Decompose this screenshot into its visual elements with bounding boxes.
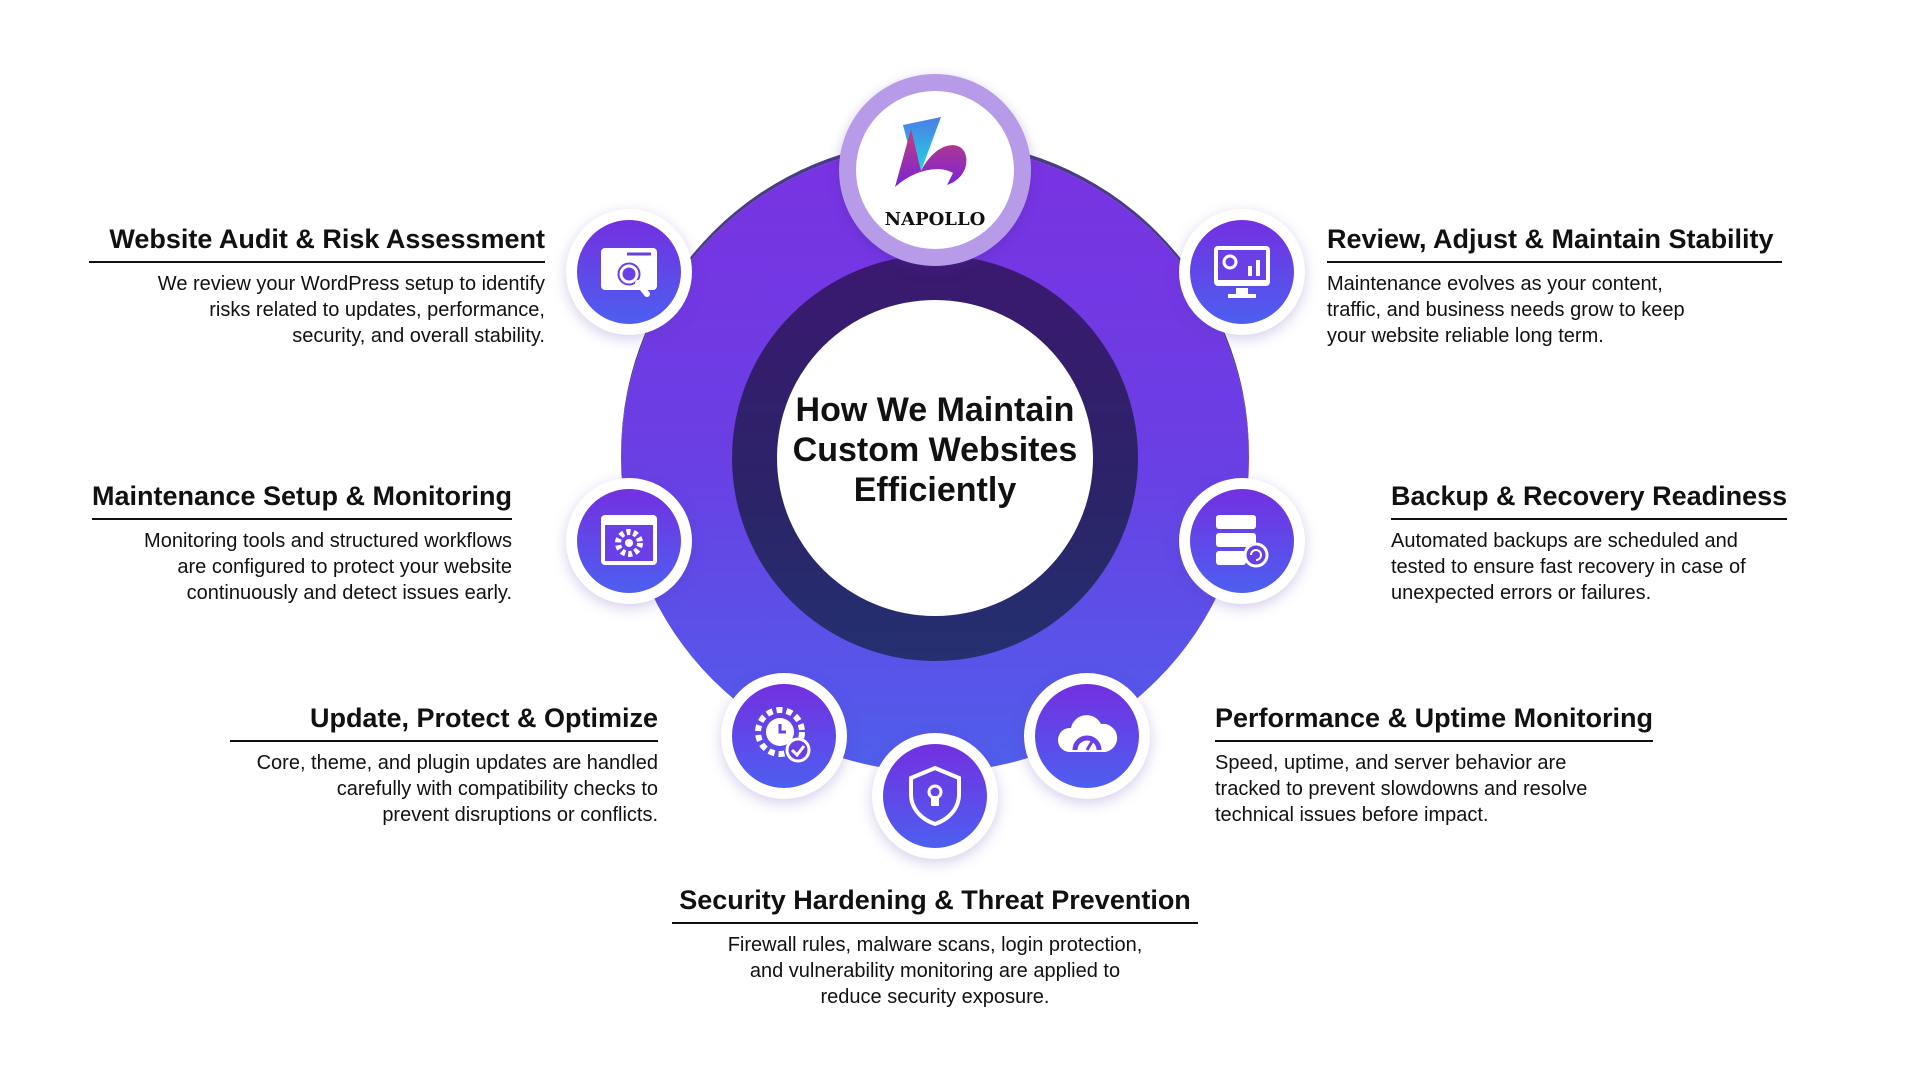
text-line: traffic, and business needs grow to keep: [1327, 299, 1685, 321]
browser-gear-icon: [601, 515, 657, 565]
security-node: [872, 733, 998, 859]
cloud-speedometer-icon: [1057, 715, 1118, 752]
text-line: Update, Protect & Optimize: [229, 703, 658, 742]
gear-clock-check-icon: [755, 707, 811, 763]
setup-node: [566, 478, 692, 604]
text-line: Monitoring tools and structured workflow…: [144, 530, 512, 552]
backup-node: [1179, 478, 1305, 604]
step-security: Security Hardening & Threat Prevention F…: [672, 885, 1198, 1010]
text-line: risks related to updates, performance,: [209, 299, 545, 321]
text-line: Custom Websites: [792, 431, 1078, 469]
step-backup: Backup & Recovery Readiness Automated ba…: [1391, 481, 1788, 606]
text-line: unexpected errors or failures.: [1391, 582, 1652, 604]
text-line: We review your WordPress setup to identi…: [157, 273, 545, 295]
server-backup-icon: [1216, 515, 1269, 568]
text-line: Maintenance Setup & Monitoring: [91, 481, 512, 520]
text-line: are configured to protect your website: [177, 556, 512, 578]
step-audit: Website Audit & Risk Assessment We revie…: [89, 224, 545, 349]
text-line: reduce security exposure.: [820, 986, 1050, 1008]
text-line: Automated backups are scheduled and: [1391, 530, 1738, 552]
update-node: [721, 673, 847, 799]
browser-search-code-icon: [601, 248, 657, 297]
audit-node: [566, 209, 692, 335]
napollo-logo-icon: [895, 117, 967, 187]
step-review: Review, Adjust & Maintain Stability Main…: [1327, 224, 1782, 349]
text-line: Backup & Recovery Readiness: [1391, 481, 1788, 520]
text-line: Maintenance evolves as your content,: [1327, 273, 1663, 295]
text-line: tracked to prevent slowdowns and resolve: [1215, 778, 1588, 800]
text-line: Efficiently: [853, 471, 1017, 509]
text-line: How We Maintain: [795, 391, 1075, 429]
text-line: Firewall rules, malware scans, login pro…: [727, 934, 1143, 956]
logo-badge: NAPOLLO: [839, 74, 1031, 266]
text-line: Core, theme, and plugin updates are hand…: [256, 752, 658, 774]
step-update: Update, Protect & Optimize Core, theme, …: [229, 703, 658, 828]
text-line: NAPOLLO: [884, 209, 986, 230]
performance-node: [1024, 673, 1150, 799]
text-line: tested to ensure fast recovery in case o…: [1391, 556, 1746, 578]
monitor-analytics-icon: [1214, 246, 1270, 298]
text-line: Speed, uptime, and server behavior are: [1215, 752, 1567, 774]
text-line: Review, Adjust & Maintain Stability: [1327, 224, 1782, 263]
text-line: security, and overall stability.: [292, 325, 545, 347]
text-line: your website reliable long term.: [1327, 325, 1604, 347]
shield-lock-icon: [909, 765, 961, 827]
center-title: How We Maintain Custom Websites Efficien…: [777, 390, 1093, 510]
center-circle: [777, 300, 1093, 616]
review-node: [1179, 209, 1305, 335]
text-line: Performance & Uptime Monitoring: [1215, 703, 1654, 742]
text-line: technical issues before impact.: [1215, 804, 1489, 826]
text-line: prevent disruptions or conflicts.: [382, 804, 658, 826]
text-line: carefully with compatibility checks to: [336, 778, 658, 800]
text-line: Security Hardening & Threat Prevention: [672, 885, 1198, 924]
text-line: and vulnerability monitoring are applied…: [749, 960, 1121, 982]
text-line: Website Audit & Risk Assessment: [89, 224, 545, 263]
text-line: continuously and detect issues early.: [186, 582, 512, 604]
step-setup: Maintenance Setup & Monitoring Monitorin…: [91, 481, 512, 606]
step-performance: Performance & Uptime Monitoring Speed, u…: [1215, 703, 1654, 828]
